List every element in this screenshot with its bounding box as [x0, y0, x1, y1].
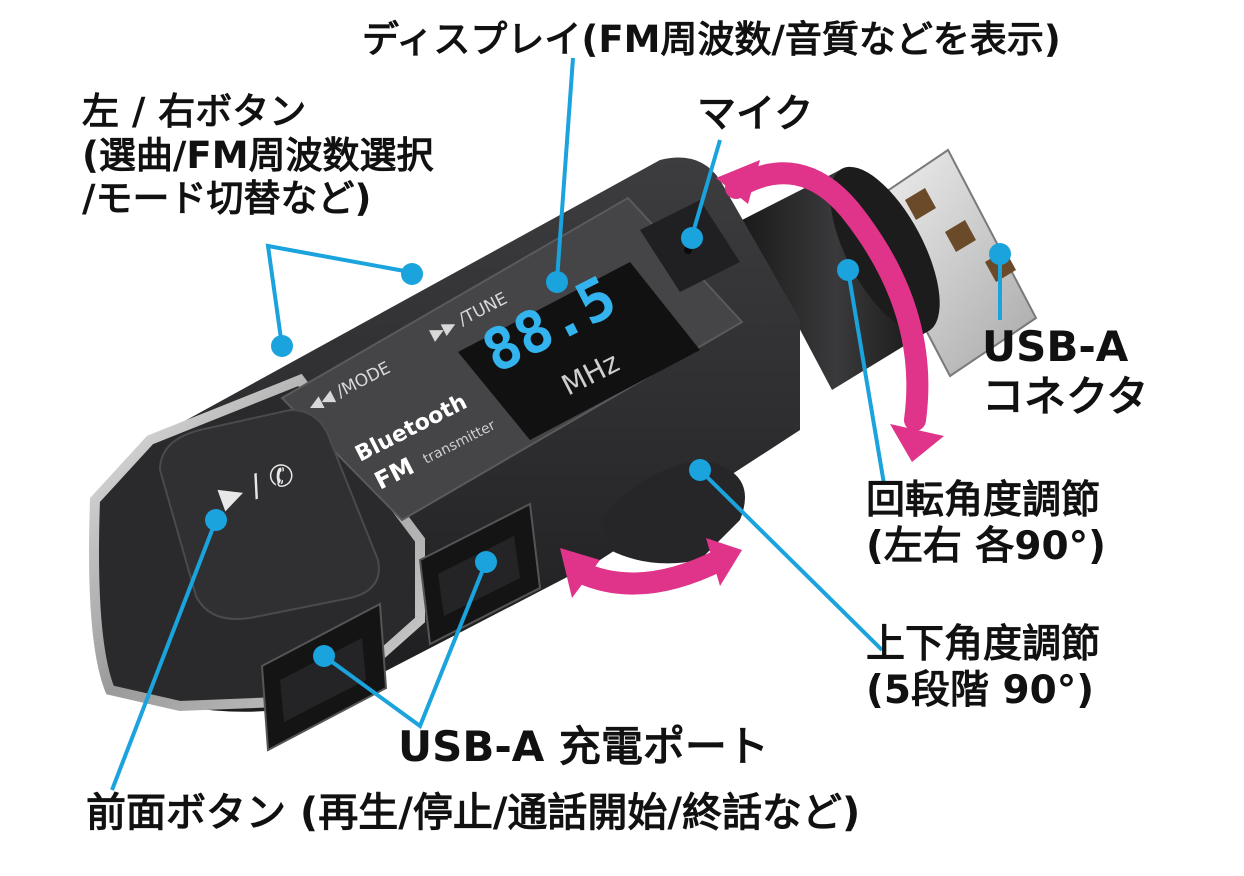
- callout-rotate: [846, 269, 886, 485]
- arrow-head: [890, 424, 944, 462]
- label-line: ディスプレイ(FM周波数/音質などを表示): [362, 18, 1061, 61]
- label-line: コネクタ: [982, 371, 1149, 421]
- label-line: 前面ボタン (再生/停止/通話開始/終話など): [86, 790, 861, 836]
- label-line: (選曲/FM周波数選択: [82, 133, 434, 177]
- label-line: (左右 各90°): [866, 524, 1106, 570]
- label-left-right-buttons: 左 / 右ボタン (選曲/FM周波数選択 /モード切替など): [82, 90, 434, 221]
- callout-mic: [690, 139, 722, 237]
- arrow-head: [716, 160, 760, 204]
- callout-left-right: [265, 243, 411, 347]
- arrow-head: [706, 538, 742, 586]
- callout-dot: [837, 259, 859, 281]
- label-usb-a-connector: USB-A コネクタ: [982, 322, 1148, 421]
- callout-dot: [689, 459, 711, 481]
- label-front-button: 前面ボタン (再生/停止/通話開始/終話など): [86, 790, 860, 837]
- callout-dot: [313, 645, 335, 667]
- rotation-arrowheads: [560, 160, 944, 598]
- label-tilt-adjust: 上下角度調節 (5段階 90°): [866, 622, 1100, 714]
- label-line: 上下角度調節: [866, 622, 1101, 667]
- callouts: [110, 57, 1002, 791]
- label-line: 回転角度調節: [866, 478, 1101, 523]
- label-line: マイク: [697, 92, 814, 137]
- label-line: USB-A: [982, 322, 1129, 371]
- lcd-screen: [458, 262, 700, 440]
- label-line: /モード切替など): [82, 177, 372, 221]
- rotate-arc-arrow: [725, 162, 929, 431]
- callout-dots: [205, 227, 1011, 667]
- callout-tilt: [698, 468, 884, 652]
- usb-contact: [905, 188, 936, 220]
- callout-dot: [989, 243, 1011, 265]
- front-button: ▶ / ✆: [158, 408, 380, 620]
- tilt-arc-arrow: [569, 549, 731, 595]
- callout-dot: [205, 509, 227, 531]
- label-line: 左 / 右ボタン: [82, 90, 307, 133]
- label-line: (5段階 90°): [866, 668, 1095, 714]
- usb-contact: [945, 220, 976, 252]
- label-usb-a-charge-port: USB-A 充電ポート: [398, 722, 769, 772]
- callout-dot: [475, 551, 497, 573]
- label-mic: マイク: [697, 92, 813, 138]
- callout-dot: [681, 227, 703, 249]
- rotation-arrows: [569, 162, 929, 595]
- label-rotation-adjust: 回転角度調節 (左右 各90°): [866, 478, 1106, 570]
- label-line: USB-A 充電ポート: [398, 722, 769, 771]
- hinge: [600, 460, 745, 564]
- callout-front: [110, 519, 218, 791]
- arrow-head: [560, 548, 600, 598]
- callout-dot: [401, 263, 423, 285]
- callout-display: [555, 57, 575, 281]
- callout-charge: [322, 561, 488, 730]
- callout-dot: [546, 271, 568, 293]
- callout-dot: [271, 335, 293, 357]
- label-display: ディスプレイ(FM周波数/音質などを表示): [362, 18, 1061, 62]
